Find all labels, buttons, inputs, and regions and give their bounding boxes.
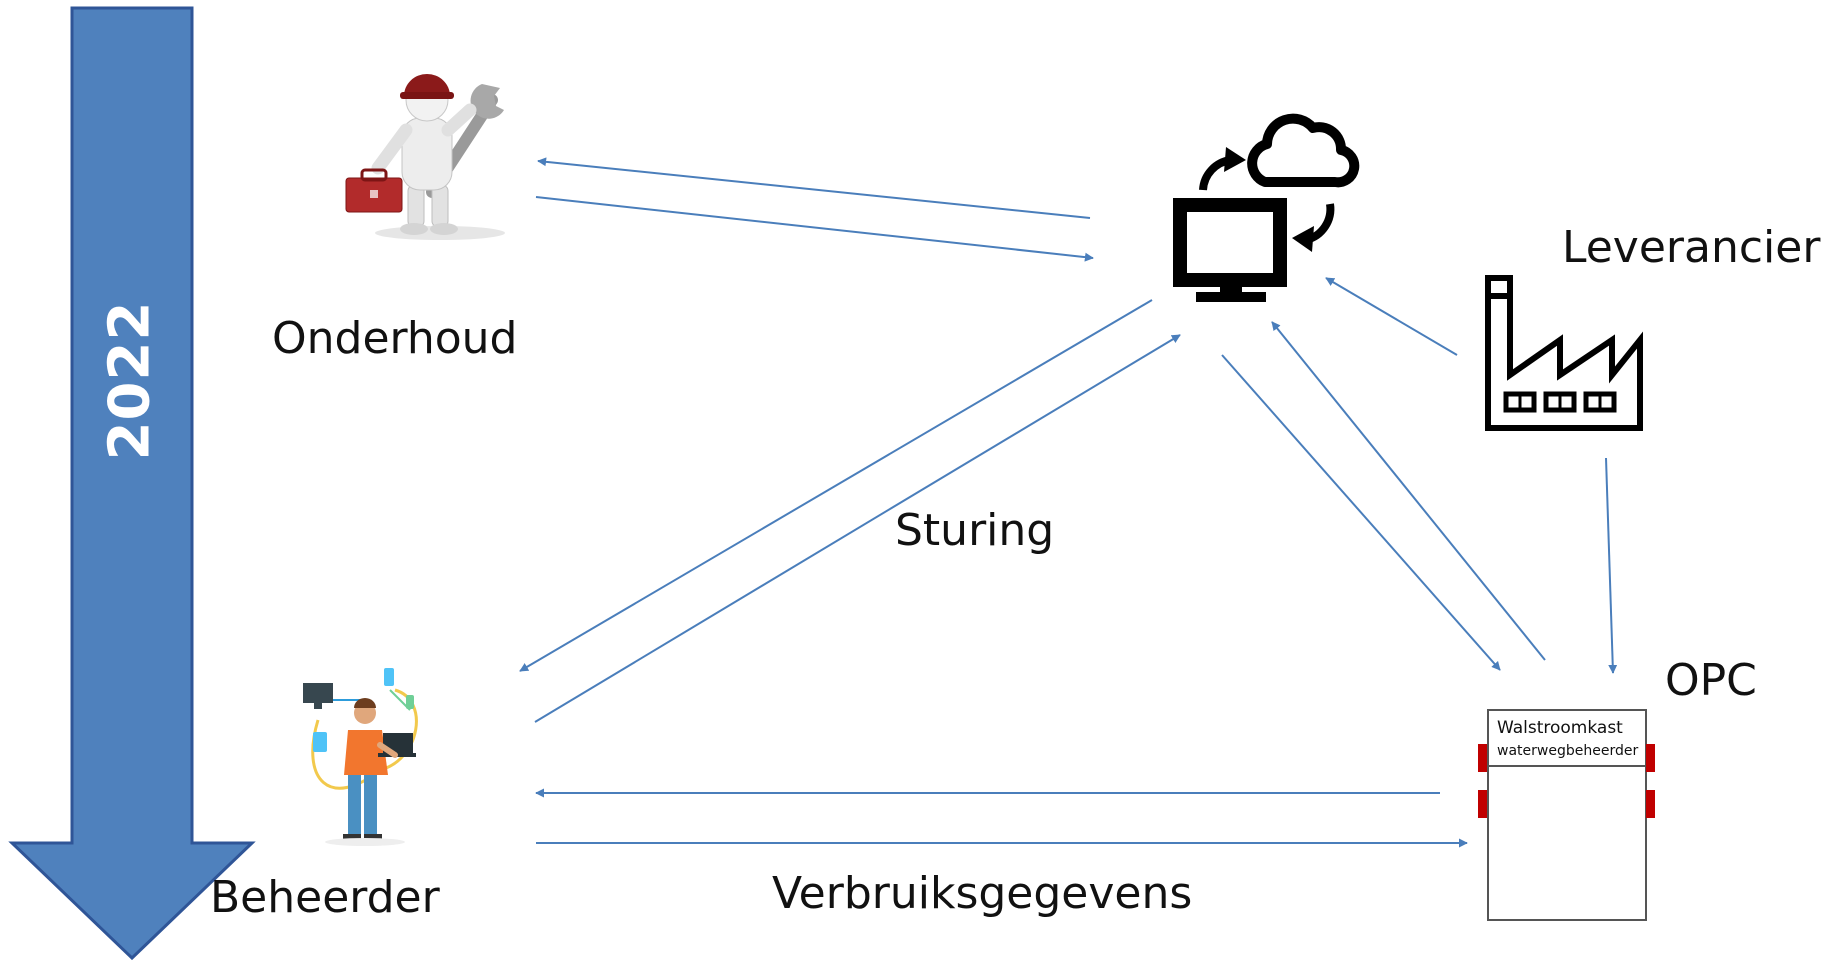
cabinet-title: Walstroomkast bbox=[1497, 718, 1623, 738]
onderhoud-label: Onderhoud bbox=[272, 313, 518, 364]
edge-leverancier-to-cloud bbox=[1325, 277, 1458, 356]
administrator-person-icon bbox=[303, 668, 418, 846]
opc-label: OPC bbox=[1665, 655, 1757, 706]
year-text: 2022 bbox=[97, 300, 163, 460]
timeline-year-label: 2022 bbox=[70, 250, 190, 510]
verbruiksgegevens-label: Verbruiksgegevens bbox=[772, 868, 1193, 919]
factory-icon bbox=[1485, 275, 1643, 431]
edge-cloud-to-cabinet bbox=[1221, 354, 1501, 671]
edge-leverancier-to-cabinet bbox=[1605, 457, 1618, 674]
computer-cloud-sync-icon bbox=[1173, 113, 1360, 302]
timeline-arrow bbox=[8, 6, 256, 961]
connector-bottom-right bbox=[1646, 790, 1655, 818]
connector-top-left bbox=[1478, 744, 1487, 772]
connector-top-right bbox=[1646, 744, 1655, 772]
edge-beheerder-to-cloud bbox=[534, 334, 1181, 723]
edge-cloud-to-beheerder bbox=[519, 299, 1153, 672]
connector-bottom-left bbox=[1478, 790, 1487, 818]
edge-cloud-to-onderhoud bbox=[537, 157, 1091, 219]
shore-power-cabinet bbox=[1478, 709, 1655, 921]
edge-onderhoud-to-cloud bbox=[535, 196, 1094, 262]
edge-cabinet-to-cloud bbox=[1271, 321, 1546, 661]
cabinet-subtitle: waterwegbeheerder bbox=[1497, 743, 1639, 759]
maintenance-worker-icon bbox=[345, 74, 505, 240]
sturing-label: Sturing bbox=[895, 505, 1055, 556]
beheerder-label: Beheerder bbox=[210, 872, 440, 923]
leverancier-label: Leverancier bbox=[1562, 222, 1821, 273]
